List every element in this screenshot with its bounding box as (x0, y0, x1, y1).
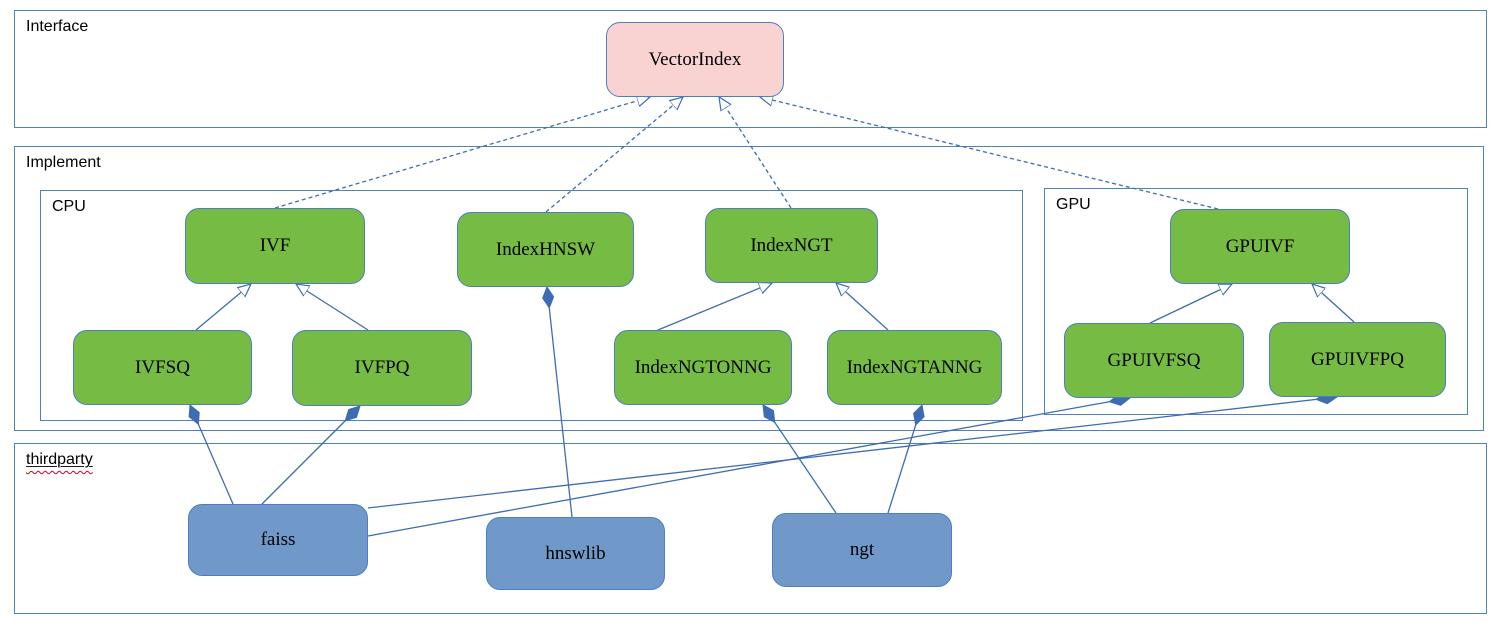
thirdparty-frame-label-text: thirdparty (26, 451, 93, 468)
ivf-node: IVF (185, 208, 365, 284)
generalization-edge-gpuivfsq-to-gpuivf (1149, 284, 1232, 324)
gpu-frame-label-text: GPU (1056, 196, 1091, 213)
gpuivf-node-label: GPUIVF (1225, 235, 1295, 257)
realization-edge-ivf-to-vectorindex (274, 97, 650, 209)
generalization-edge-gpuivfpq-to-gpuivf (1312, 284, 1355, 323)
ivfpq-node: IVFPQ (292, 330, 472, 406)
generalization-edge-indexngtanng-to-indexngt (836, 283, 889, 331)
realization-edge-indexngt-to-vectorindex (719, 97, 792, 209)
ngt-node: ngt (772, 513, 952, 587)
indexngtanng-node: IndexNGTANNG (827, 330, 1002, 405)
ivfpq-node-label: IVFPQ (354, 357, 410, 378)
indexngt-node-label: IndexNGT (750, 234, 833, 256)
realization-edge-gpuivf-to-vectorindex (760, 97, 1219, 210)
indexngtonng-node-label: IndexNGTONNG (634, 356, 772, 378)
indexhnsw-node: IndexHNSW (457, 212, 634, 287)
gpu-frame-label: GPU (1056, 195, 1091, 214)
indexhnsw-node-label: IndexHNSW (495, 238, 596, 260)
implement-frame: Implement (14, 146, 1484, 431)
indexngt-node: IndexNGT (705, 208, 878, 283)
composition-edge-ivfpq-to-faiss (261, 406, 360, 505)
ngt-node-label: ngt (849, 539, 875, 560)
vectorindex-node: VectorIndex (606, 22, 784, 97)
gpuivf-node: GPUIVF (1170, 209, 1350, 284)
realization-edge-indexhnsw-to-vectorindex (545, 97, 683, 213)
interface-frame: Interface (14, 10, 1487, 128)
composition-edge-indexhnsw-to-hnswlib (547, 287, 573, 518)
composition-edge-gpuivfsq-to-faiss (367, 398, 1130, 537)
generalization-edge-ivfsq-to-ivf (195, 284, 251, 331)
gpuivfpq-node: GPUIVFPQ (1269, 322, 1446, 397)
indexngtanng-node-label: IndexNGTANNG (846, 356, 983, 378)
cpu-frame: CPU (40, 190, 1023, 421)
indexngtonng-node: IndexNGTONNG (614, 330, 792, 405)
hnswlib-node-label: hnswlib (545, 542, 606, 564)
gpuivfsq-node-label: GPUIVFSQ (1107, 349, 1201, 371)
composition-edge-ivfsq-to-faiss (190, 405, 234, 505)
cpu-frame-label-text: CPU (52, 198, 86, 215)
cpu-frame-label: CPU (52, 197, 86, 216)
generalization-edge-ivfpq-to-ivf (296, 284, 369, 331)
composition-edge-gpuivfpq-to-faiss (367, 397, 1337, 509)
gpu-frame: GPU (1044, 188, 1468, 415)
ivfsq-node-label: IVFSQ (135, 356, 190, 378)
thirdparty-frame: thirdparty (14, 443, 1487, 614)
gpuivfsq-node: GPUIVFSQ (1064, 323, 1244, 398)
ivf-node-label: IVF (259, 235, 291, 256)
implement-frame-label: Implement (26, 153, 101, 172)
hnswlib-node: hnswlib (486, 517, 665, 590)
ivfsq-node: IVFSQ (73, 330, 252, 405)
faiss-node: faiss (188, 504, 368, 576)
vectorindex-node-label: VectorIndex (648, 48, 742, 70)
faiss-node-label: faiss (260, 529, 296, 550)
generalization-edge-indexngtonng-to-indexngt (657, 283, 772, 331)
composition-edge-indexngtanng-to-ngt (887, 405, 922, 514)
interface-frame-label: Interface (26, 17, 88, 36)
thirdparty-frame-label: thirdparty (26, 450, 93, 469)
interface-frame-label-text: Interface (26, 18, 89, 35)
implement-frame-label-text: Implement (26, 154, 101, 171)
gpuivfpq-node-label: GPUIVFPQ (1311, 348, 1404, 370)
